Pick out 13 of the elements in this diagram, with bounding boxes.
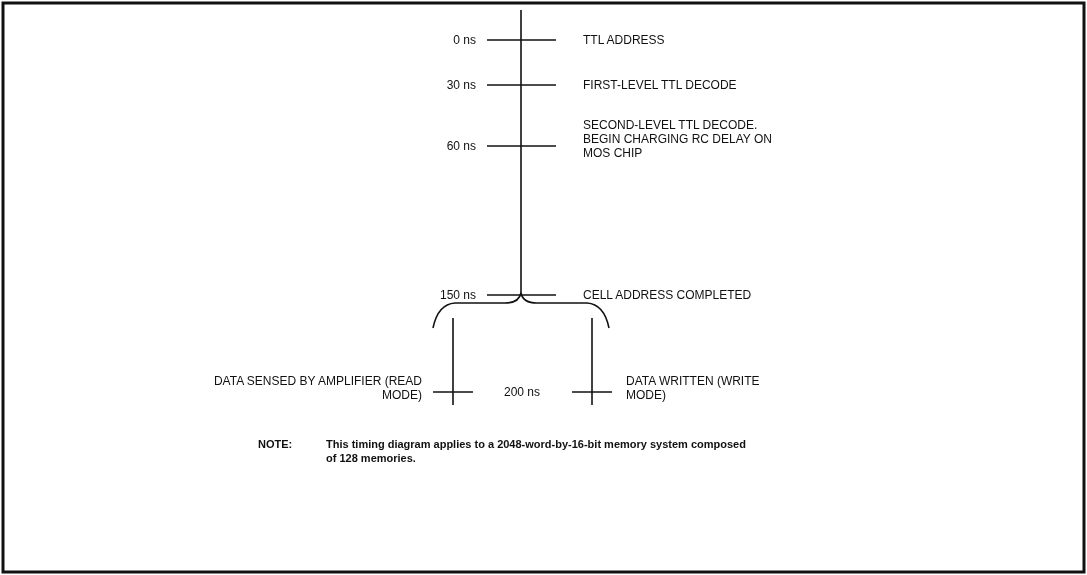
event-label: DATA SENSED BY AMPLIFIER (READ MODE) <box>212 374 422 402</box>
time-label: 60 ns <box>445 139 476 153</box>
event-label: FIRST-LEVEL TTL DECODE <box>583 78 738 92</box>
note-label: NOTE: <box>258 437 294 451</box>
time-label: 150 ns <box>438 288 476 302</box>
time-label: 30 ns <box>445 78 476 92</box>
event-label: CELL ADDRESS COMPLETED <box>583 288 753 302</box>
note-text: This timing diagram applies to a 2048-word-by-16-bit memory system composed of 128 memories. <box>326 437 746 465</box>
time-label: 200 ns <box>503 385 541 399</box>
event-label: TTL ADDRESS <box>583 33 666 47</box>
event-label: DATA WRITTEN (WRITE MODE) <box>626 374 761 402</box>
time-label: 0 ns <box>452 33 476 47</box>
event-label: SECOND-LEVEL TTL DECODE. BEGIN CHARGING RC DELAY ON MOS CHIP <box>583 118 773 160</box>
